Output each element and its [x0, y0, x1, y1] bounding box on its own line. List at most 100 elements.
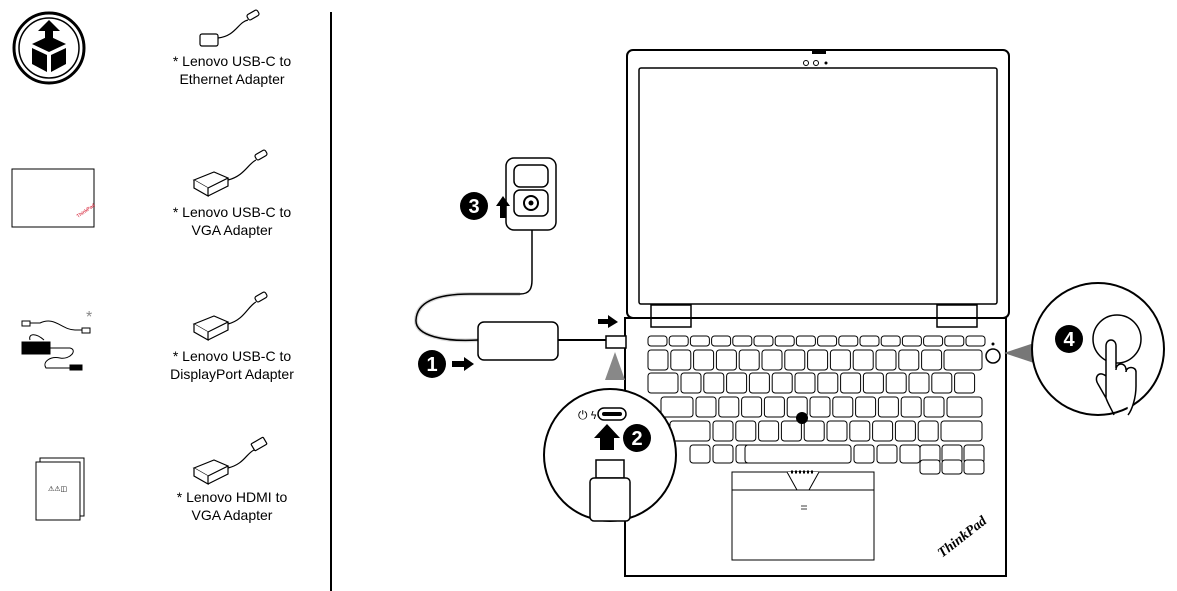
vga-adapter-icon	[192, 149, 268, 198]
display-screen	[638, 67, 998, 305]
keyboard-key	[771, 372, 793, 394]
keyboard-key	[829, 349, 851, 371]
keyboard-key	[647, 335, 668, 347]
keyboard-key	[738, 349, 760, 371]
keyboard-key	[711, 335, 732, 347]
keyboard-key	[703, 372, 725, 394]
keyboard-key	[784, 349, 806, 371]
power-button	[985, 348, 1001, 364]
step-3-marker: 3	[460, 192, 510, 220]
keyboard-key	[872, 420, 894, 442]
ac-power-adapter	[414, 210, 627, 361]
keyboard-key	[899, 444, 921, 464]
keyboard-key	[689, 335, 710, 347]
keyboard-key	[898, 349, 920, 371]
power-cord-icon	[21, 320, 91, 371]
keyboard-key	[838, 335, 859, 347]
keyboard-key	[817, 372, 839, 394]
keyboard-key	[917, 420, 939, 442]
keyboard-key	[689, 444, 711, 464]
keyboard-key	[753, 335, 774, 347]
step-1-marker: 1	[418, 350, 474, 378]
keyboard-key	[859, 335, 880, 347]
usb-c-port-callout: ⏻ ϟ 2	[543, 388, 677, 522]
keyboard-key	[809, 396, 831, 418]
keyboard-key	[931, 372, 953, 394]
keyboard-key	[894, 420, 916, 442]
section-divider	[330, 12, 332, 591]
keyboard-key	[712, 420, 734, 442]
keyboard-key	[880, 335, 901, 347]
keyboard-key	[712, 444, 734, 464]
adapter-label-hdmi-vga: * Lenovo HDMI to VGA Adapter	[176, 489, 288, 523]
keyboard-key	[817, 335, 838, 347]
trackpoint	[796, 412, 808, 424]
keyboard-key	[774, 335, 795, 347]
keyboard-key	[963, 459, 985, 475]
keyboard-key	[941, 459, 963, 475]
svg-text:1: 1	[426, 354, 437, 376]
polishing-cloth-icon: ThinkPad	[11, 168, 97, 228]
keyboard-key	[741, 396, 763, 418]
keyboard-key	[923, 335, 944, 347]
keyboard-key	[901, 335, 922, 347]
keyboard-key	[921, 349, 943, 371]
arrow-up-icon	[496, 196, 510, 218]
keyboard-key	[965, 335, 986, 347]
keyboard-key	[660, 396, 694, 418]
optional-asterisk: *	[86, 309, 92, 326]
arrow-right-icon	[452, 357, 474, 371]
keyboard-key	[732, 335, 753, 347]
arrow-up-icon	[594, 424, 620, 450]
keyboard-key	[647, 349, 669, 371]
power-button-callout: 4	[1031, 282, 1165, 416]
keyboard-key	[735, 420, 757, 442]
unbox-icon	[12, 11, 86, 85]
keyboard-key	[923, 396, 945, 418]
touchpad	[731, 489, 875, 561]
keyboard-key	[726, 372, 748, 394]
keyboard-key	[826, 420, 848, 442]
keyboard-key	[803, 420, 825, 442]
keyboard-key	[647, 372, 679, 394]
keyboard-key	[780, 420, 802, 442]
keyboard-key	[744, 444, 852, 464]
keyboard-key	[944, 335, 965, 347]
keyboard-key	[807, 349, 829, 371]
svg-text:3: 3	[468, 196, 479, 218]
keyboard-key	[669, 420, 711, 442]
wall-outlet	[505, 157, 557, 231]
keyboard-key	[855, 396, 877, 418]
keyboard-key	[875, 349, 897, 371]
ethernet-adapter-icon	[199, 9, 260, 47]
keyboard-key	[908, 372, 930, 394]
keyboard-key	[763, 396, 785, 418]
laptop: ThinkPad	[624, 49, 1010, 577]
keyboard-key	[885, 372, 907, 394]
keyboard-key	[715, 349, 737, 371]
keyboard-key	[695, 396, 717, 418]
keyboard-key	[668, 335, 689, 347]
documentation-icon: ⚠⚠◫	[35, 457, 85, 521]
thinkpad-logo: ThinkPad	[935, 513, 990, 561]
callout-pointer	[1004, 343, 1034, 363]
keyboard-key	[852, 349, 874, 371]
adapter-label-displayport: * Lenovo USB-C to DisplayPort Adapter	[170, 348, 294, 382]
charge-bolt-icon: ϟ	[590, 409, 597, 422]
keyboard-key	[862, 372, 884, 394]
keyboard-key	[954, 372, 976, 394]
keyboard-key	[943, 349, 983, 371]
keyboard-key	[832, 396, 854, 418]
manual-symbols: ⚠⚠◫	[48, 485, 67, 493]
keyboard	[647, 335, 986, 475]
adapter-label-vga: * Lenovo USB-C to VGA Adapter	[172, 204, 292, 238]
hdmi-vga-adapter-icon	[192, 436, 268, 486]
keyboard-key	[876, 444, 898, 464]
port-arrow-icon	[598, 315, 618, 328]
power-plug-icon: ⏻	[578, 408, 588, 422]
keyboard-key	[761, 349, 783, 371]
keyboard-key	[900, 396, 922, 418]
displayport-adapter-icon	[192, 291, 268, 342]
keyboard-key	[680, 372, 702, 394]
